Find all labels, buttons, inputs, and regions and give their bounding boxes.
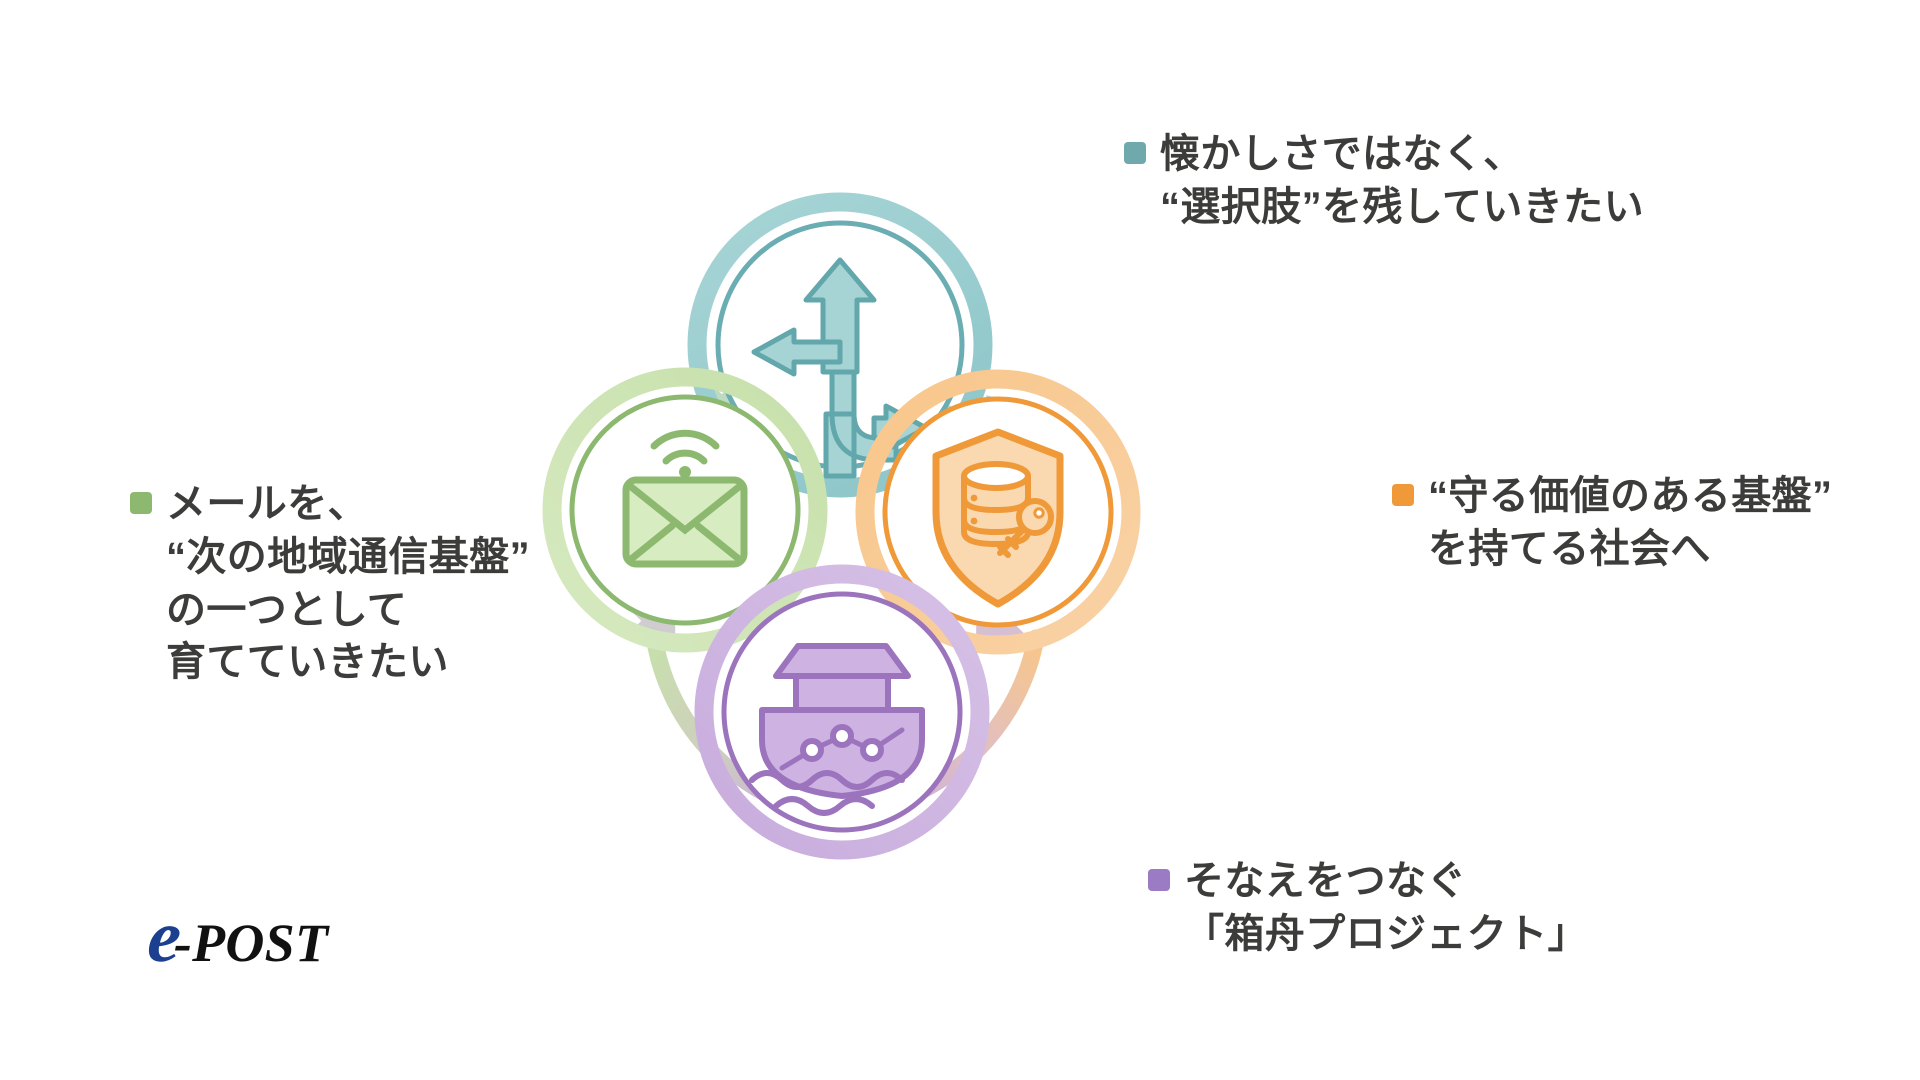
logo-wordmark-post: -POST	[173, 913, 329, 973]
callout-bottom-right-text: そなえをつなぐ 「箱舟プロジェクト」	[1184, 855, 1588, 961]
callout-right: “守る価値のある基盤” を持てる社会へ	[1392, 470, 1832, 576]
cycle-node-mail[interactable]	[542, 367, 828, 653]
callout-line: 懐かしさではなく、	[1160, 132, 1524, 176]
bullet-square-teal	[1124, 142, 1146, 164]
callout-right-text: “守る価値のある基盤” を持てる社会へ	[1428, 470, 1832, 576]
callout-line: メールを、	[166, 482, 368, 526]
callout-line: を持てる社会へ	[1428, 526, 1711, 571]
brand-logo-epost: e -POST	[145, 896, 329, 978]
callout-line: “守る価値のある基盤”	[1428, 474, 1833, 518]
callout-line: 「箱舟プロジェクト」	[1184, 911, 1588, 956]
callout-line: の一つとして	[166, 587, 408, 632]
ark-boat-network-icon	[749, 643, 925, 816]
logo-letter-e: e	[145, 896, 181, 978]
cycle-diagram	[530, 80, 1150, 980]
cycle-node-ark-project[interactable]	[694, 564, 990, 860]
callout-line: “選択肢”を残していきたい	[1160, 184, 1644, 229]
callout-top-right-text: 懐かしさではなく、 “選択肢”を残していきたい	[1160, 128, 1644, 234]
bullet-square-purple	[1148, 869, 1170, 891]
callout-top-right: 懐かしさではなく、 “選択肢”を残していきたい	[1124, 128, 1644, 234]
mail-antenna-icon	[622, 429, 748, 568]
bullet-square-orange	[1392, 484, 1414, 506]
callout-line: そなえをつなぐ	[1184, 859, 1467, 903]
callout-line: 育てていきたい	[166, 640, 449, 685]
callout-left: メールを、 “次の地域通信基盤” の一つとして 育てていきたい	[130, 478, 530, 689]
callout-line: “次の地域通信基盤”	[166, 534, 530, 579]
bullet-square-green	[130, 492, 152, 514]
shield-database-key-icon	[932, 428, 1064, 608]
cycle-node-secure-platform[interactable]	[855, 369, 1141, 655]
callout-bottom-right: そなえをつなぐ 「箱舟プロジェクト」	[1148, 855, 1588, 961]
callout-left-text: メールを、 “次の地域通信基盤” の一つとして 育てていきたい	[166, 478, 530, 689]
